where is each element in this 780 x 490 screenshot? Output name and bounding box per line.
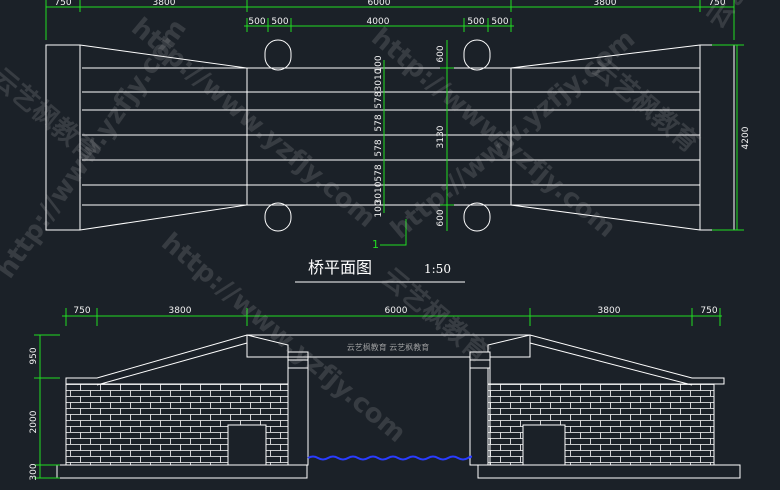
plan-dimensions xyxy=(45,0,744,283)
plan-inner-dim-4: 500 xyxy=(467,17,484,27)
deck-inscription: 云艺枫教育 云艺枫教育 xyxy=(347,342,430,352)
foundation-right xyxy=(477,464,741,479)
section-mark-number: 1 xyxy=(372,238,379,251)
elev-left-dim-300: 300 xyxy=(29,463,39,480)
board-label: 3010 xyxy=(374,181,384,204)
watermark-brand: 云艺枫教育 xyxy=(700,0,780,34)
plan-scale: 1:50 xyxy=(424,262,451,276)
section-marker xyxy=(380,219,407,246)
plan-title: 桥平面图 xyxy=(308,258,372,277)
plan-inner-dim-5: 500 xyxy=(491,17,508,27)
pier-bottom-right xyxy=(463,202,491,232)
elev-dim-750-left: 750 xyxy=(73,306,90,316)
right-opening xyxy=(522,424,566,466)
pier-top-left xyxy=(264,39,292,71)
foundation-left xyxy=(56,464,308,479)
right-pier xyxy=(469,354,491,466)
pier-bottom-left xyxy=(264,202,292,232)
plan-dim-3800-left: 3800 xyxy=(153,0,176,8)
plan-dim-texts: 750 3800 6000 3800 750 500 500 4000 500 … xyxy=(54,0,751,277)
watermark-brand: 云艺枫教育 xyxy=(0,62,105,169)
board-label: 578 xyxy=(374,114,384,131)
plan-dim-6000: 6000 xyxy=(368,0,391,8)
plan-inner-dim-2: 500 xyxy=(271,17,288,27)
plan-mid-dim-2: 3130 xyxy=(436,125,446,148)
elevation-view xyxy=(56,334,741,479)
plan-dim-750-left: 750 xyxy=(54,0,71,8)
elev-dim-3800-right: 3800 xyxy=(598,306,621,316)
plan-mid-dim-1: 600 xyxy=(436,45,446,62)
board-label: 578 xyxy=(374,139,384,156)
water-surface xyxy=(307,455,473,461)
plan-dim-750-right: 750 xyxy=(708,0,725,8)
plan-inner-dim-3: 4000 xyxy=(367,17,390,27)
board-label: 100 xyxy=(374,55,384,72)
pier-top-right xyxy=(463,39,491,71)
board-label: 100 xyxy=(374,200,384,217)
right-brick-wall xyxy=(487,383,715,466)
elev-dim-750-right: 750 xyxy=(700,306,717,316)
elev-left-dim-950: 950 xyxy=(29,347,39,364)
elev-dim-3800-left: 3800 xyxy=(169,306,192,316)
elevation-dimensions xyxy=(34,308,722,479)
plan-right-dim: 4200 xyxy=(741,126,751,149)
plan-mid-dim-3: 600 xyxy=(436,209,446,226)
elev-left-dim-2000: 2000 xyxy=(29,410,39,433)
deck-boards xyxy=(82,67,700,206)
left-slope xyxy=(65,334,289,385)
board-label: 578 xyxy=(374,91,384,108)
board-label: 3010 xyxy=(374,68,384,91)
board-label: 578 xyxy=(374,164,384,181)
plan-dim-3800-right: 3800 xyxy=(594,0,617,8)
elev-dim-6000: 6000 xyxy=(385,306,408,316)
plan-view xyxy=(45,39,735,232)
plan-inner-dim-1: 500 xyxy=(248,17,265,27)
right-slope xyxy=(487,334,725,385)
bridge-deck xyxy=(246,334,531,358)
left-opening xyxy=(227,424,267,466)
elevation-dim-texts: 750 3800 6000 3800 750 950 2000 300 xyxy=(29,306,718,481)
